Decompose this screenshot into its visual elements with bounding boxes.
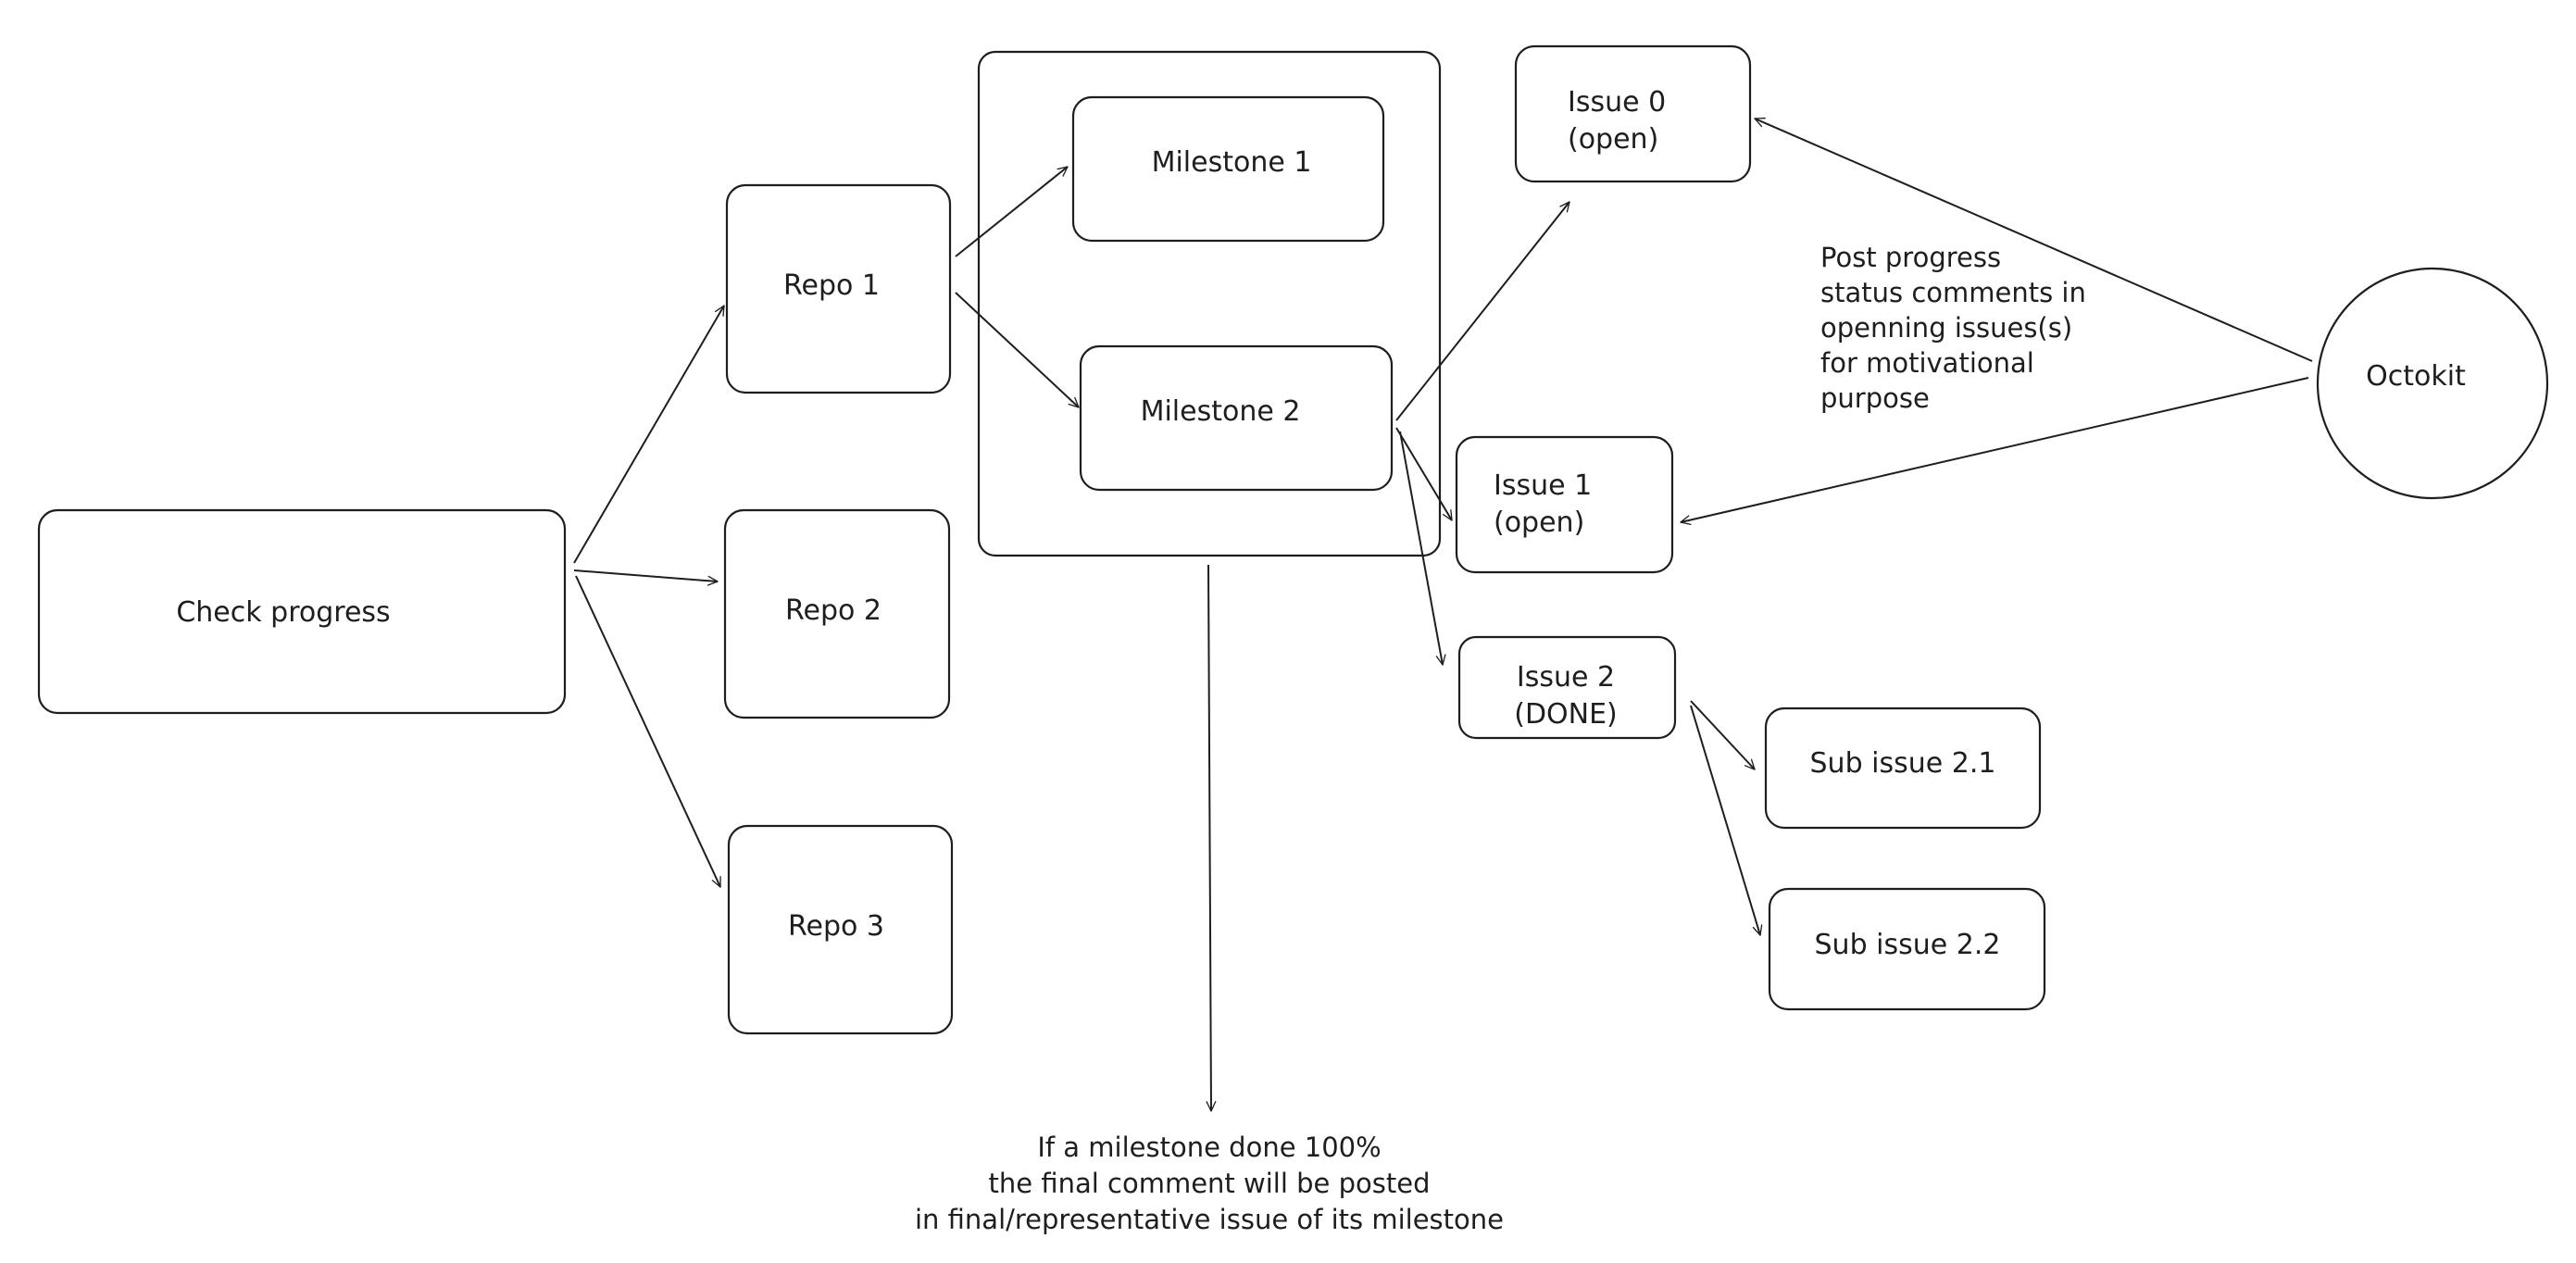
octokit-note-line-1: Post progress [1820,242,2001,273]
sub-issue-2-2-label: Sub issue 2.2 [1815,929,2001,961]
edge-milestones-to-note [1208,564,1211,1111]
issue-0-title: Issue 0 [1568,86,1666,119]
issue-2-status: (DONE) [1514,698,1618,731]
edge-check-to-repo1 [573,306,725,564]
issue-1-status: (open) [1494,506,1584,539]
sub-issue-2-1-label: Sub issue 2.1 [1810,747,1996,780]
edge-milestone2-to-issue2 [1399,431,1443,665]
edge-milestone2-to-issue1 [1395,427,1453,520]
edge-issue2-to-sub-issue-2-2 [1690,705,1760,935]
milestone-note-line-3: in final/representative issue of its mil… [915,1204,1504,1235]
edge-milestone2-to-issue0 [1395,202,1570,421]
issue-2-title: Issue 2 [1517,661,1615,694]
repo-3-node[interactable]: Repo 3 [727,824,954,1035]
edges [573,119,2313,1111]
issue-2-node[interactable]: Issue 2 (DONE) [1457,635,1677,740]
octokit-label: Octokit [2366,360,2466,393]
octokit-note-line-2: status comments in [1820,277,2086,308]
sub-issue-2-1-node[interactable]: Sub issue 2.1 [1764,707,2042,830]
check-progress-node[interactable]: Check progress [37,508,567,715]
edge-check-to-repo2 [573,569,718,581]
octokit-note: Post progress status comments in opennin… [1820,242,2086,414]
edge-issue2-to-sub-issue-2-1 [1690,700,1756,770]
edge-octokit-to-issue1 [1681,377,2309,522]
check-progress-label: Check progress [176,596,390,629]
octokit-node[interactable]: Octokit [2316,267,2549,500]
octokit-note-line-5: purpose [1820,382,1930,414]
edge-repo1-to-milestone2 [955,292,1080,408]
issue-1-node[interactable]: Issue 1 (open) [1455,435,1674,574]
edge-check-to-repo3 [575,575,721,887]
repo-1-node[interactable]: Repo 1 [725,183,952,394]
milestone-note: If a milestone done 100% the final comme… [915,1132,1504,1235]
repo-3-label: Repo 3 [788,910,884,943]
octokit-note-line-3: openning issues(s) [1820,312,2072,344]
milestone-2-node[interactable]: Milestone 2 [1079,344,1394,492]
issue-0-node[interactable]: Issue 0 (open) [1514,44,1752,183]
repo-2-node[interactable]: Repo 2 [723,508,951,719]
repo-2-label: Repo 2 [785,594,882,627]
milestone-2-label: Milestone 2 [1141,395,1301,428]
milestone-1-label: Milestone 1 [1152,146,1312,179]
milestones-group-box [977,50,1442,557]
milestone-1-node[interactable]: Milestone 1 [1071,95,1385,243]
edge-repo1-to-milestone1 [955,166,1068,257]
milestone-note-line-2: the final comment will be posted [989,1168,1431,1199]
repo-1-label: Repo 1 [783,269,880,302]
edge-octokit-to-issue0 [1755,119,2313,362]
issue-0-status: (open) [1568,123,1658,156]
issue-1-title: Issue 1 [1494,469,1592,502]
milestone-note-line-1: If a milestone done 100% [1037,1132,1381,1163]
sub-issue-2-2-node[interactable]: Sub issue 2.2 [1768,887,2046,1011]
octokit-note-line-4: for motivational [1820,347,2034,379]
